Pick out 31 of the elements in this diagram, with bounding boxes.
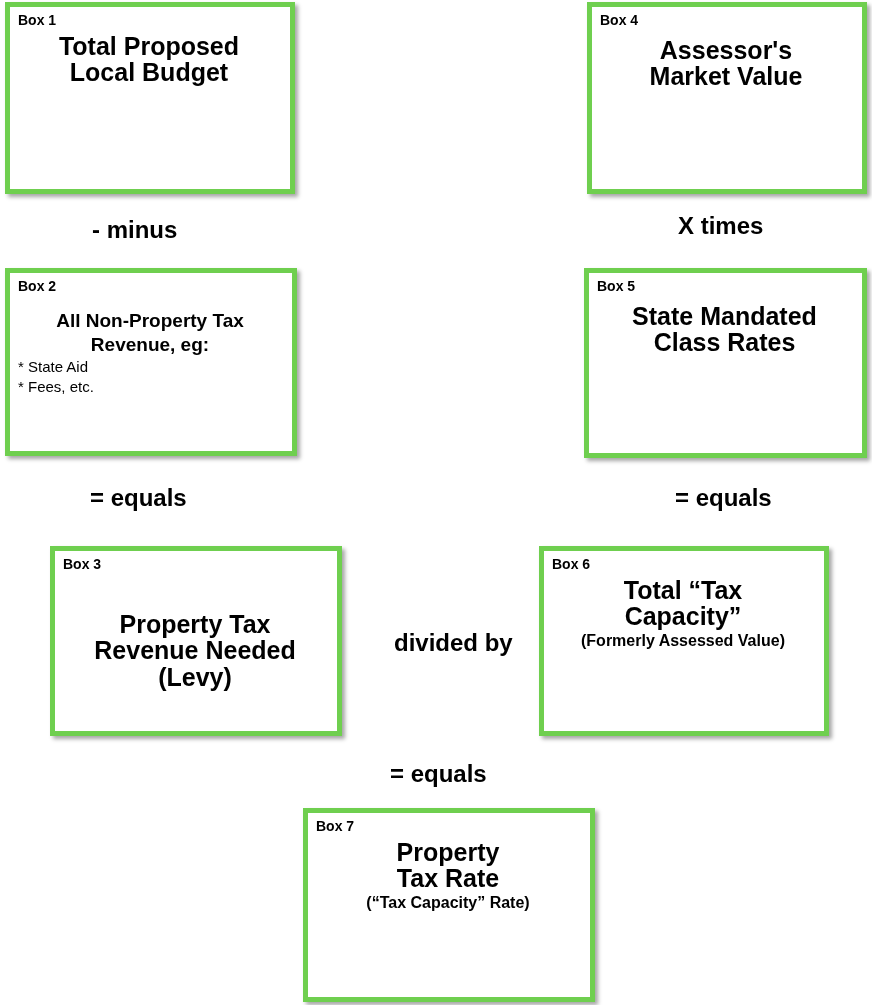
text-box [584,268,867,458]
text-box [5,268,297,456]
operator-label: divided by [394,629,513,657]
box-title: Total “Tax Capacity” [622,577,744,630]
text-box [50,546,342,736]
box-number: Box 1 [18,12,57,28]
text-box [539,546,829,736]
box-number: Box 3 [63,556,102,572]
text-box [587,2,867,194]
operator-label: = equals [675,484,772,512]
box-number: Box 5 [597,278,636,294]
operator-label: X times [678,212,764,240]
operator-label: = equals [390,760,487,788]
box-number: Box 6 [552,556,591,572]
text-box [5,2,295,194]
box-title: All Non-Property Tax Revenue, eg: [55,309,245,357]
bullet-item: * State Aid [18,356,89,377]
box-title: Total Proposed Local Budget [57,33,241,86]
operator-label: = equals [90,484,187,512]
box-title: Assessor's Market Value [648,37,804,90]
box-number: Box 7 [316,818,355,834]
box-title: Property Tax Rate [395,839,501,892]
operator-label: - minus [92,216,178,244]
box-title: Property Tax Revenue Needed (Levy) [93,611,297,690]
box-title: State Mandated Class Rates [631,303,818,356]
bullet-item: * Fees, etc. [18,376,94,397]
box-number: Box 2 [18,278,57,294]
box-number: Box 4 [600,12,639,28]
box-note: (Formerly Assessed Value) [580,630,786,651]
text-box [303,808,595,1002]
box-note: (“Tax Capacity” Rate) [365,892,531,913]
